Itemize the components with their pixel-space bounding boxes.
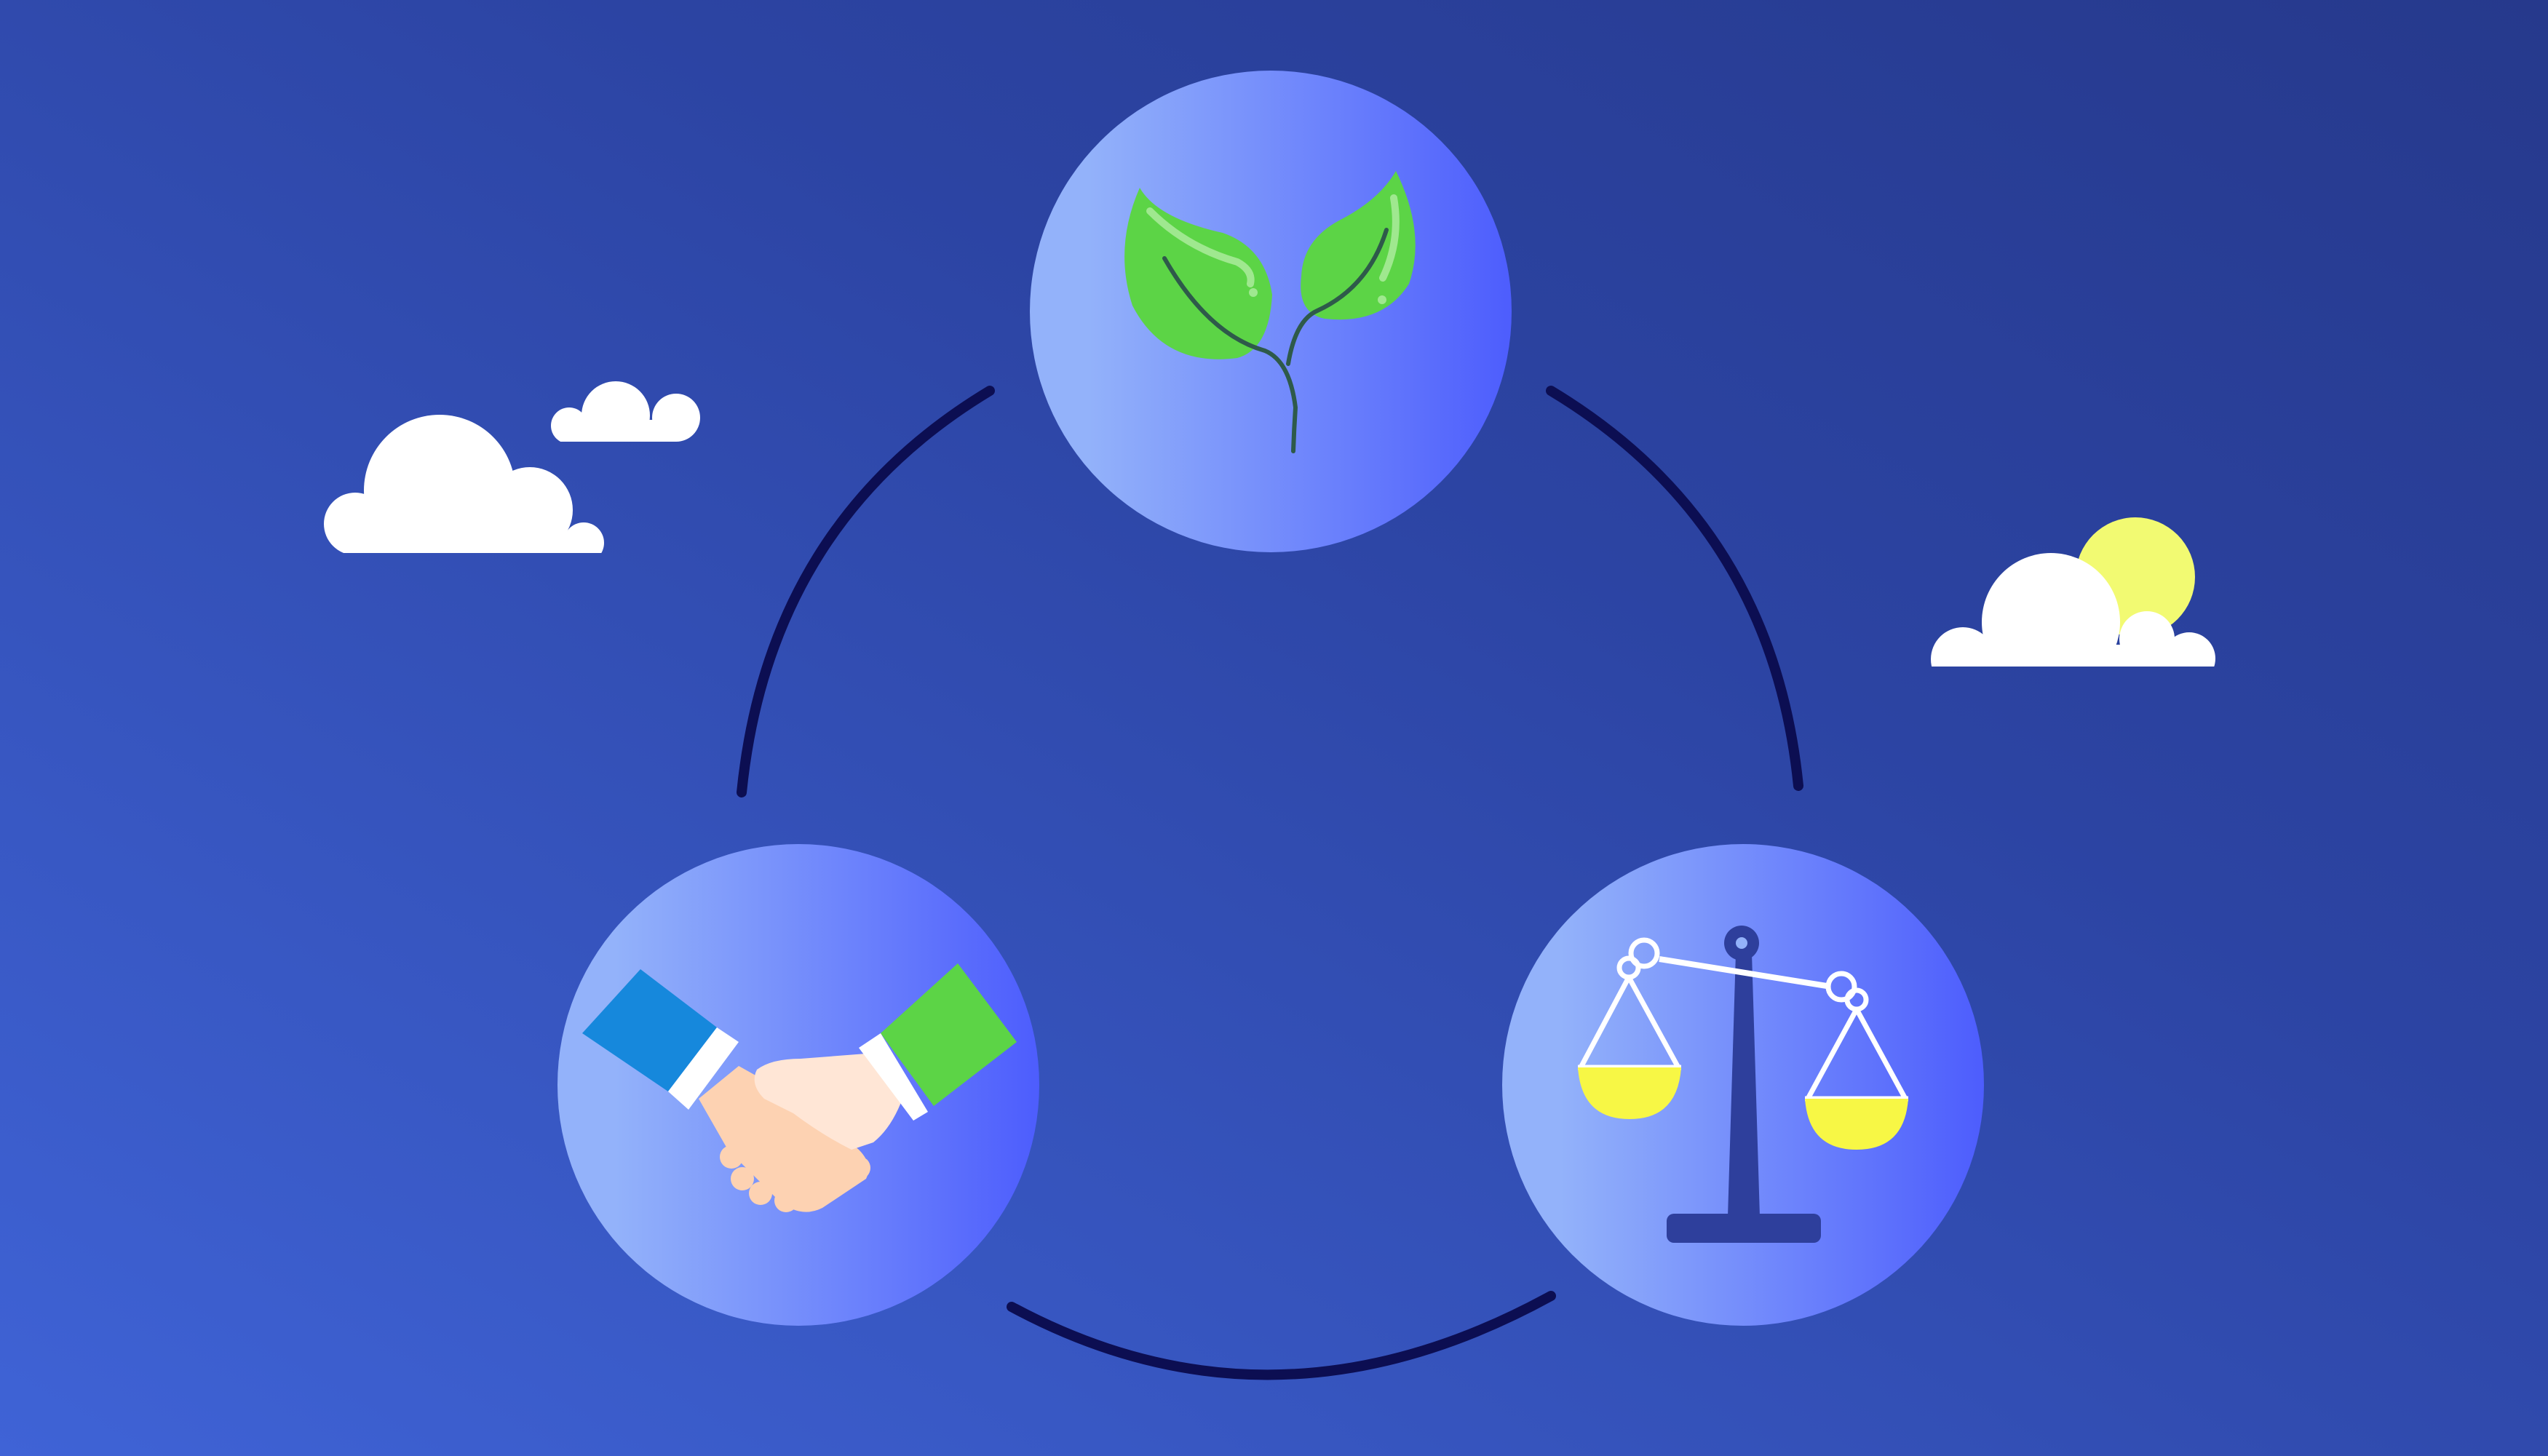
cloud-icon	[551, 381, 700, 442]
connector-arc-right	[1546, 386, 1803, 791]
cloud-base	[1963, 645, 2189, 667]
balance-scale-icon	[1578, 926, 1908, 1243]
connector-arc-bottom	[1007, 1291, 1556, 1380]
handshake-icon	[582, 963, 1017, 1212]
cycle-connectors	[737, 386, 1803, 1380]
cloud-base	[569, 420, 676, 442]
cloud-base	[355, 531, 584, 553]
node-circle	[1030, 71, 1512, 552]
cloud-icon	[324, 415, 604, 553]
connector-arc-left	[737, 386, 995, 797]
environment-node	[1030, 71, 1512, 552]
governance-node	[1502, 844, 1984, 1326]
sprout-icon	[1124, 171, 1416, 453]
cloud-icon	[1931, 553, 2215, 667]
social-node	[557, 844, 1039, 1326]
